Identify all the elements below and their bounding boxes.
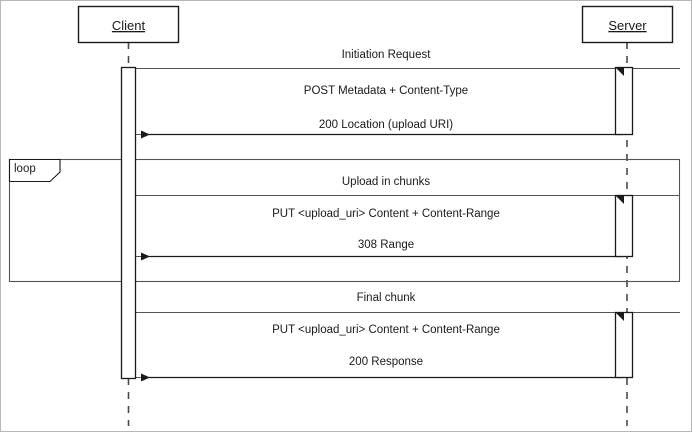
group-1-request-label: POST Metadata + Content-Type [304,85,468,97]
activation-bar-server-2 [614,194,634,258]
group-3-response-label: 200 Response [349,356,423,368]
activation-bar-server-3 [614,311,634,379]
group-3-label: Final chunk [357,292,416,304]
activation-bar-server-1 [614,66,634,136]
loop-fragment-box [8,158,681,283]
participant-label-server: Server [608,18,647,33]
participant-box-client[interactable] [77,5,180,44]
participant-box-server[interactable] [581,5,674,44]
group-2-response-label: 308 Range [358,239,414,251]
group-3-request-label: PUT <upload_uri> Content + Content-Range [272,324,500,336]
group-2-request-label: PUT <upload_uri> Content + Content-Range [272,208,500,220]
group-2-label: Upload in chunks [342,176,430,188]
group-1-response-label: 200 Location (upload URI) [319,119,453,131]
loop-fragment-label: loop [14,163,36,175]
group-1-label: Initiation Request [342,49,432,61]
group-3-request-arrowhead [616,313,624,321]
loop-fragment-tab [8,158,61,183]
activation-bar-client [120,66,137,380]
group-1-request-arrowhead [616,68,624,76]
participant-label-client: Client [112,18,146,33]
group-2-request-arrowhead [616,196,624,204]
